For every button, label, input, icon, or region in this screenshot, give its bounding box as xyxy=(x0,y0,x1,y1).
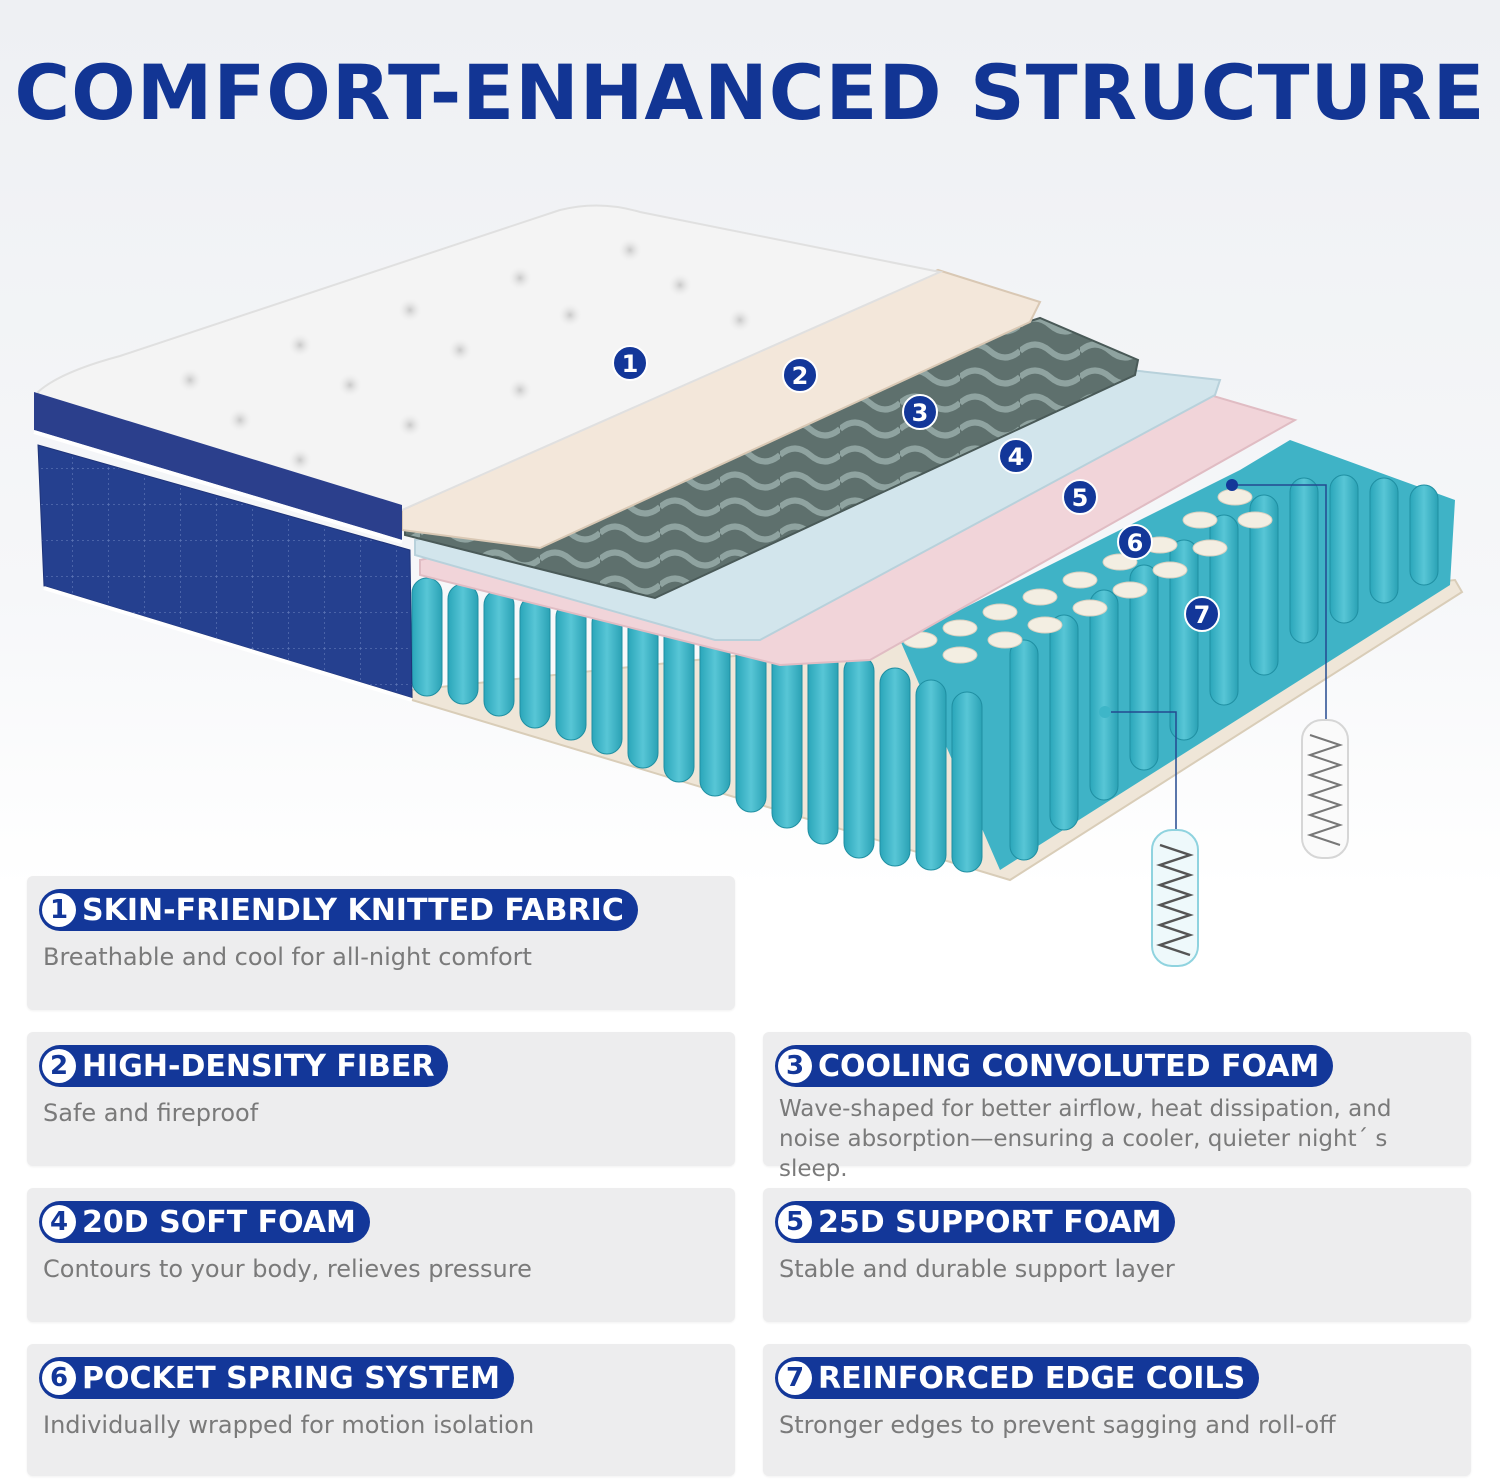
marker-6-label: 6 xyxy=(1127,529,1144,557)
marker-6: 6 xyxy=(1117,524,1153,560)
feature-title: REINFORCED EDGE COILS xyxy=(818,1360,1246,1396)
marker-3: 3 xyxy=(902,394,938,430)
feature-description: Stable and durable support layer xyxy=(779,1255,1175,1283)
feature-title-badge: 1 SKIN-FRIENDLY KNITTED FABRIC xyxy=(39,889,638,931)
feature-description: Stronger edges to prevent sagging and ro… xyxy=(779,1411,1336,1439)
feature-description: Wave-shaped for better airflow, heat dis… xyxy=(779,1096,1392,1182)
marker-5: 5 xyxy=(1062,479,1098,515)
layer-markers: 1 2 3 4 5 6 7 xyxy=(612,345,1220,632)
feature-number: 4 xyxy=(42,1205,76,1239)
spring-coil-detail-white xyxy=(1301,719,1349,859)
feature-title: 20D SOFT FOAM xyxy=(82,1204,356,1240)
convoluted-foam-layer xyxy=(404,316,1140,600)
marker-4: 4 xyxy=(998,438,1034,474)
page-title: COMFORT-ENHANCED STRUCTURE xyxy=(14,48,1486,137)
feature-title: POCKET SPRING SYSTEM xyxy=(82,1360,500,1396)
marker-7-label: 7 xyxy=(1194,601,1211,629)
feature-number: 7 xyxy=(778,1361,812,1395)
feature-card-5: 5 25D SUPPORT FOAM Stable and durable su… xyxy=(763,1188,1471,1322)
feature-description: Breathable and cool for all-night comfor… xyxy=(43,943,532,971)
feature-description: Individually wrapped for motion isolatio… xyxy=(43,1411,535,1439)
feature-number: 2 xyxy=(42,1049,76,1083)
marker-2-label: 2 xyxy=(792,362,809,390)
feature-title-badge: 6 POCKET SPRING SYSTEM xyxy=(39,1357,514,1399)
marker-4-label: 4 xyxy=(1008,443,1025,471)
feature-card-1: 1 SKIN-FRIENDLY KNITTED FABRIC Breathabl… xyxy=(27,876,735,1010)
feature-title: SKIN-FRIENDLY KNITTED FABRIC xyxy=(82,892,624,928)
feature-title: HIGH-DENSITY FIBER xyxy=(82,1048,435,1084)
tuft-marks xyxy=(178,238,752,472)
feature-number: 3 xyxy=(778,1049,812,1083)
marker-3-label: 3 xyxy=(912,399,929,427)
feature-title-badge: 4 20D SOFT FOAM xyxy=(39,1201,370,1243)
feature-title-badge: 7 REINFORCED EDGE COILS xyxy=(775,1357,1260,1399)
feature-title-badge: 3 COOLING CONVOLUTED FOAM xyxy=(775,1045,1334,1087)
feature-title: 25D SUPPORT FOAM xyxy=(818,1204,1162,1240)
pillow-top-side xyxy=(34,392,402,540)
callout-lines xyxy=(1105,484,1327,830)
feature-number: 6 xyxy=(42,1361,76,1395)
feature-card-3: 3 COOLING CONVOLUTED FOAM Wave-shaped fo… xyxy=(763,1032,1471,1182)
feature-card-6: 6 POCKET SPRING SYSTEM Individually wrap… xyxy=(27,1344,735,1476)
feature-card-4: 4 20D SOFT FOAM Contours to your body, r… xyxy=(27,1188,735,1322)
marker-2: 2 xyxy=(782,357,818,393)
marker-5-label: 5 xyxy=(1072,484,1089,512)
feature-card-7: 7 REINFORCED EDGE COILS Stronger edges t… xyxy=(763,1344,1471,1476)
feature-description: Safe and fireproof xyxy=(43,1099,259,1127)
pocket-coil-field xyxy=(900,440,1455,870)
feature-title-badge: 5 25D SUPPORT FOAM xyxy=(775,1201,1176,1243)
marker-7: 7 xyxy=(1184,596,1220,632)
feature-number: 1 xyxy=(42,893,76,927)
marker-1-label: 1 xyxy=(622,350,639,378)
feature-title-badge: 2 HIGH-DENSITY FIBER xyxy=(39,1045,449,1087)
spring-coil-detail-teal xyxy=(1151,829,1199,967)
feature-title: COOLING CONVOLUTED FOAM xyxy=(818,1048,1320,1084)
feature-description: Contours to your body, relieves pressure xyxy=(43,1255,532,1283)
feature-card-2: 2 HIGH-DENSITY FIBER Safe and fireproof xyxy=(27,1032,735,1166)
mattress-layers-illustration: 1 2 3 4 5 6 7 xyxy=(33,204,1464,967)
feature-number: 5 xyxy=(778,1205,812,1239)
marker-1: 1 xyxy=(612,345,648,381)
